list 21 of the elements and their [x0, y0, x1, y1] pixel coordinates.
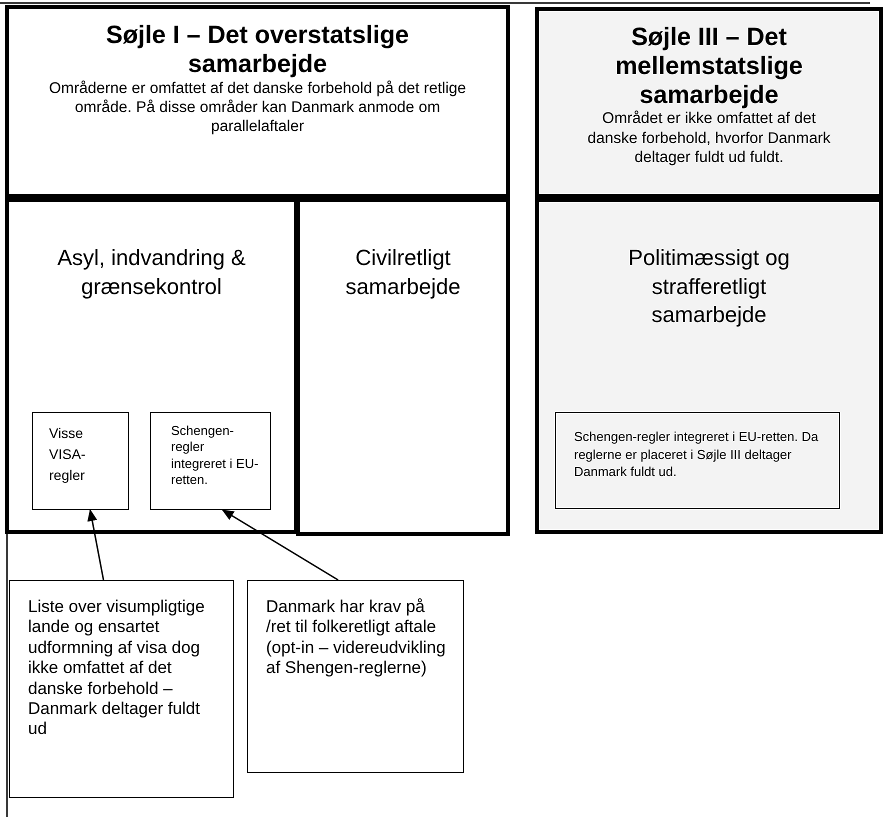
arrow: [222, 509, 339, 581]
box-text: Civilretligt samarbejde: [344, 244, 462, 301]
pillar-header-box: [535, 7, 883, 198]
box-text: Danmark har krav på /ret til folkeretligt aftale (opt-in – videreudvikling af Shengen-reglerne): [266, 597, 447, 679]
note-box: [9, 580, 234, 798]
box-text: Asyl, indvandring & grænsekontrol: [56, 244, 247, 301]
pillar-header-box: [5, 5, 510, 198]
heading: Søjle III – Det mellemstatslige samarbejde: [614, 23, 804, 110]
arrow: [87, 509, 104, 580]
heading: Søjle I – Det overstatslige samarbejde: [105, 21, 410, 78]
area-box: [5, 198, 298, 534]
box-text: Områderne er omfattet af det danske forbehold på det retlige område. På disse områder kan Danmark anmode om parallelaftaler: [48, 78, 468, 137]
box-text: Schengen-regler integreret i EU-retten.: [171, 423, 260, 488]
note-box: [247, 580, 464, 773]
box-text: Området er ikke omfattet af det danske forbehold, hvorfor Danmark deltager fuldt ud fuldt.: [586, 109, 832, 168]
area-box: [296, 198, 510, 536]
box-text: Visse VISA-regler: [49, 424, 87, 485]
area-box: [535, 198, 883, 534]
box-text: Politimæssigt og strafferetligt samarbejde: [627, 244, 791, 330]
box-text: Schengen-regler integreret i EU-retten. Da reglerne er placeret i Søjle III deltager Danmark fuldt ud.: [574, 428, 820, 481]
box-text: Liste over visumpligtige lande og ensartet udformning af visa dog ikke omfattet af det danske forbehold – Danmark deltager fuldt ud: [28, 597, 205, 740]
